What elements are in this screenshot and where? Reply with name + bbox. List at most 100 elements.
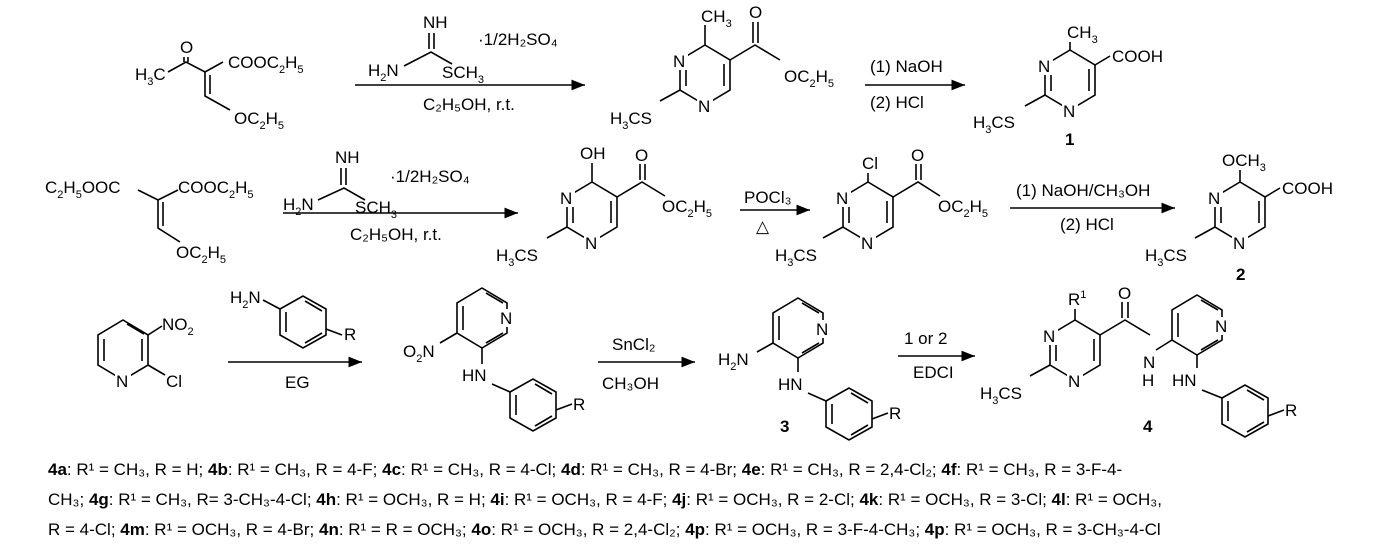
acid-choice-label: 1 or 2: [904, 329, 947, 348]
svg-text:R: R: [1285, 401, 1297, 420]
svg-text:CH3: CH3: [701, 7, 732, 30]
compound-1-label: 1: [1065, 130, 1074, 149]
svg-text:N: N: [1143, 353, 1155, 372]
diethyl-ethoxymethylenemalonate: C2H5OOC COOC2H5 OC2H5: [45, 178, 254, 266]
legend-line-1: 4a: R¹ = CH₃, R = H; 4b: R¹ = CH₃, R = 4…: [48, 455, 1393, 485]
legend-id: 4h: [316, 490, 337, 509]
compound-2-structure: OCH3 N N H3CS COOH: [1145, 151, 1333, 269]
legend-id: 4f: [941, 460, 957, 479]
s-methylisothiourea-1: NH H2N SCH3 ·1/2H₂SO₄: [368, 13, 558, 86]
svg-text:R: R: [573, 395, 585, 414]
svg-text:N: N: [1043, 327, 1055, 346]
svg-text:H3CS: H3CS: [775, 246, 817, 269]
svg-text:O: O: [1118, 284, 1131, 303]
svg-text:Cl: Cl: [862, 154, 878, 173]
svg-text:COOC2H5: COOC2H5: [228, 53, 304, 76]
pyrimidine-ester-methyl: CH3 N N H3CS O OC2H5: [610, 3, 834, 132]
legend-desc: : R¹ = OCH₃, R = 2-Cl;: [686, 490, 860, 509]
svg-text:N: N: [116, 372, 128, 391]
svg-text:N: N: [673, 52, 685, 71]
hydroxypyrimidine-ester: OH N N H3CS O OC2H5: [496, 144, 712, 269]
svg-text:O: O: [911, 146, 924, 165]
reagent-salt-label-2: ·1/2H₂SO₄: [390, 167, 470, 186]
coupling-agent-label: EDCI: [913, 363, 954, 382]
svg-text:N: N: [1208, 189, 1220, 208]
svg-text:O: O: [180, 38, 193, 57]
svg-text:O2N: O2N: [403, 342, 435, 365]
svg-text:H3C: H3C: [135, 65, 166, 88]
chloronitropyridine: N NO2 Cl: [97, 315, 194, 391]
svg-text:H: H: [1142, 371, 1154, 390]
reagent-salt-label: ·1/2H₂SO₄: [478, 30, 558, 49]
legend-desc: : R¹ = OCH₃,: [1065, 490, 1162, 509]
legend-desc: : R¹ = CH₃, R = 2,4-Cl₂;: [760, 460, 942, 479]
svg-text:N: N: [1068, 372, 1080, 391]
legend-desc: : R¹ = CH₃, R = 4-Br;: [580, 460, 742, 479]
svg-text:N: N: [1063, 102, 1075, 121]
methoxylation-step-2: (2) HCl: [1060, 215, 1114, 234]
svg-text:OC2H5: OC2H5: [784, 67, 834, 90]
svg-text:HN: HN: [462, 366, 487, 385]
legend-desc: : R¹ = OCH₃, R = 4-F;: [504, 490, 673, 509]
legend-desc: : R¹ = R = OCH₃;: [338, 520, 472, 539]
svg-text:N: N: [500, 309, 512, 328]
substituted-aniline: H2N R: [230, 288, 356, 349]
legend-id: 4e: [741, 460, 761, 479]
svg-text:N: N: [1215, 317, 1227, 336]
legend-desc: : R¹ = CH₃, R = 4-F;: [227, 460, 383, 479]
compound-3-structure: N H2N HN R: [718, 297, 901, 441]
compound-2-label: 2: [1236, 265, 1245, 284]
legend-continuation: CH₃;: [48, 490, 89, 509]
compound-legend: 4a: R¹ = CH₃, R = H; 4b: R¹ = CH₃, R = 4…: [48, 455, 1393, 545]
svg-text:R: R: [344, 325, 356, 344]
svg-text:COOH: COOH: [1282, 179, 1333, 198]
svg-text:SCH3: SCH3: [355, 198, 397, 221]
ethyl-acetylethoxymethylene-acetate: O H3C COOC2H5 OC2H5: [135, 38, 304, 132]
svg-text:NO2: NO2: [162, 315, 194, 338]
svg-text:COOH: COOH: [1112, 47, 1163, 66]
legend-desc: : R¹ = OCH₃, R = 3-Cl;: [878, 490, 1052, 509]
svg-text:SCH3: SCH3: [442, 63, 484, 86]
hydrolysis-step-1: (1) NaOH: [870, 57, 943, 76]
solvent-label: C₂H₅OH, r.t.: [423, 95, 515, 114]
chloropyrimidine-ester: Cl N N H3CS O OC2H5: [775, 146, 988, 269]
svg-text:OC2H5: OC2H5: [234, 109, 284, 132]
legend-id: 4b: [207, 460, 228, 479]
compound-3-label: 3: [780, 417, 789, 436]
svg-text:OC2H5: OC2H5: [662, 197, 712, 220]
svg-text:N: N: [1038, 57, 1050, 76]
svg-text:H3CS: H3CS: [496, 246, 538, 269]
legend-desc: : R¹ = CH₃, R = 3-F-4-: [956, 460, 1123, 479]
legend-desc: : R¹ = OCH₃, R = 2,4-Cl₂;: [491, 520, 686, 539]
svg-text:H3CS: H3CS: [980, 384, 1022, 407]
legend-id: 4p: [924, 520, 945, 539]
svg-text:O: O: [635, 146, 648, 165]
legend-id: 4j: [672, 490, 687, 509]
svg-text:R: R: [889, 404, 901, 423]
legend-desc: : R¹ = OCH₃, R = 3-CH₃-4-Cl: [944, 520, 1161, 539]
legend-id: 4g: [88, 490, 109, 509]
hydrolysis-step-2: (2) HCl: [870, 93, 924, 112]
svg-text:H2N: H2N: [718, 350, 749, 373]
legend-id: 4d: [560, 460, 581, 479]
svg-text:H3CS: H3CS: [973, 113, 1015, 136]
heat-symbol: △: [756, 217, 770, 236]
svg-text:COOC2H5: COOC2H5: [178, 178, 254, 201]
svg-text:N: N: [816, 320, 828, 339]
svg-text:OH: OH: [580, 144, 606, 163]
svg-text:NH: NH: [423, 13, 448, 32]
nitro-anilinopyridine: N O2N HN R: [403, 287, 585, 432]
legend-id: 4l: [1051, 490, 1066, 509]
solvent-label-2: C₂H₅OH, r.t.: [350, 225, 442, 244]
svg-text:HN: HN: [1172, 371, 1197, 390]
svg-text:H2N: H2N: [368, 61, 399, 84]
svg-text:N: N: [560, 189, 572, 208]
svg-text:N: N: [698, 97, 710, 116]
svg-text:Cl: Cl: [166, 372, 182, 391]
svg-text:N: N: [1233, 234, 1245, 253]
svg-text:HN: HN: [778, 375, 803, 394]
legend-id: 4k: [859, 490, 879, 509]
methoxylation-step-1: (1) NaOH/CH₃OH: [1016, 181, 1150, 200]
legend-line-3: R = 4-Cl; 4m: R¹ = OCH₃, R = 4-Br; 4n: R…: [48, 515, 1393, 545]
